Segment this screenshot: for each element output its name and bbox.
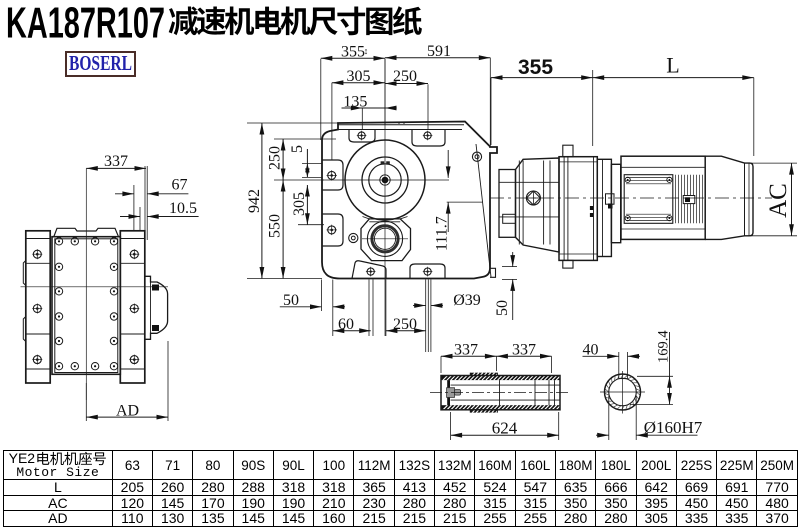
svg-text:111.7: 111.7 xyxy=(434,216,451,251)
svg-text:337: 337 xyxy=(454,342,478,359)
svg-text:355: 355 xyxy=(518,56,553,79)
svg-text:↕: ↕ xyxy=(364,46,369,56)
svg-text:10.5: 10.5 xyxy=(169,200,197,217)
svg-text:305: 305 xyxy=(347,68,371,85)
svg-text:KA187R107: KA187R107 xyxy=(6,0,165,44)
svg-text:337: 337 xyxy=(512,342,536,359)
svg-text:50: 50 xyxy=(494,300,511,316)
svg-text:50: 50 xyxy=(283,292,299,309)
svg-text:250: 250 xyxy=(393,316,417,333)
svg-text:942: 942 xyxy=(246,189,263,213)
svg-text:624: 624 xyxy=(492,419,518,438)
svg-text:250: 250 xyxy=(393,68,417,85)
svg-text:AC: AC xyxy=(765,183,792,218)
svg-text:L: L xyxy=(666,53,679,78)
svg-text:337: 337 xyxy=(104,153,128,170)
svg-text:60: 60 xyxy=(338,316,354,333)
svg-text:5: 5 xyxy=(289,145,306,153)
svg-text:135: 135 xyxy=(343,94,367,111)
svg-text:Ø160H7: Ø160H7 xyxy=(644,418,703,437)
svg-text:355: 355 xyxy=(341,44,365,61)
svg-text:BOSERL: BOSERL xyxy=(69,53,132,75)
svg-text:67: 67 xyxy=(172,177,188,194)
svg-text:250: 250 xyxy=(267,146,284,170)
svg-text:591: 591 xyxy=(427,43,451,60)
svg-text:40: 40 xyxy=(583,342,599,359)
svg-text:AD: AD xyxy=(116,403,139,420)
svg-text:550: 550 xyxy=(267,214,284,238)
svg-text:305: 305 xyxy=(291,192,308,216)
svg-text:Ø39: Ø39 xyxy=(453,292,481,309)
svg-text:169.4: 169.4 xyxy=(656,330,672,363)
